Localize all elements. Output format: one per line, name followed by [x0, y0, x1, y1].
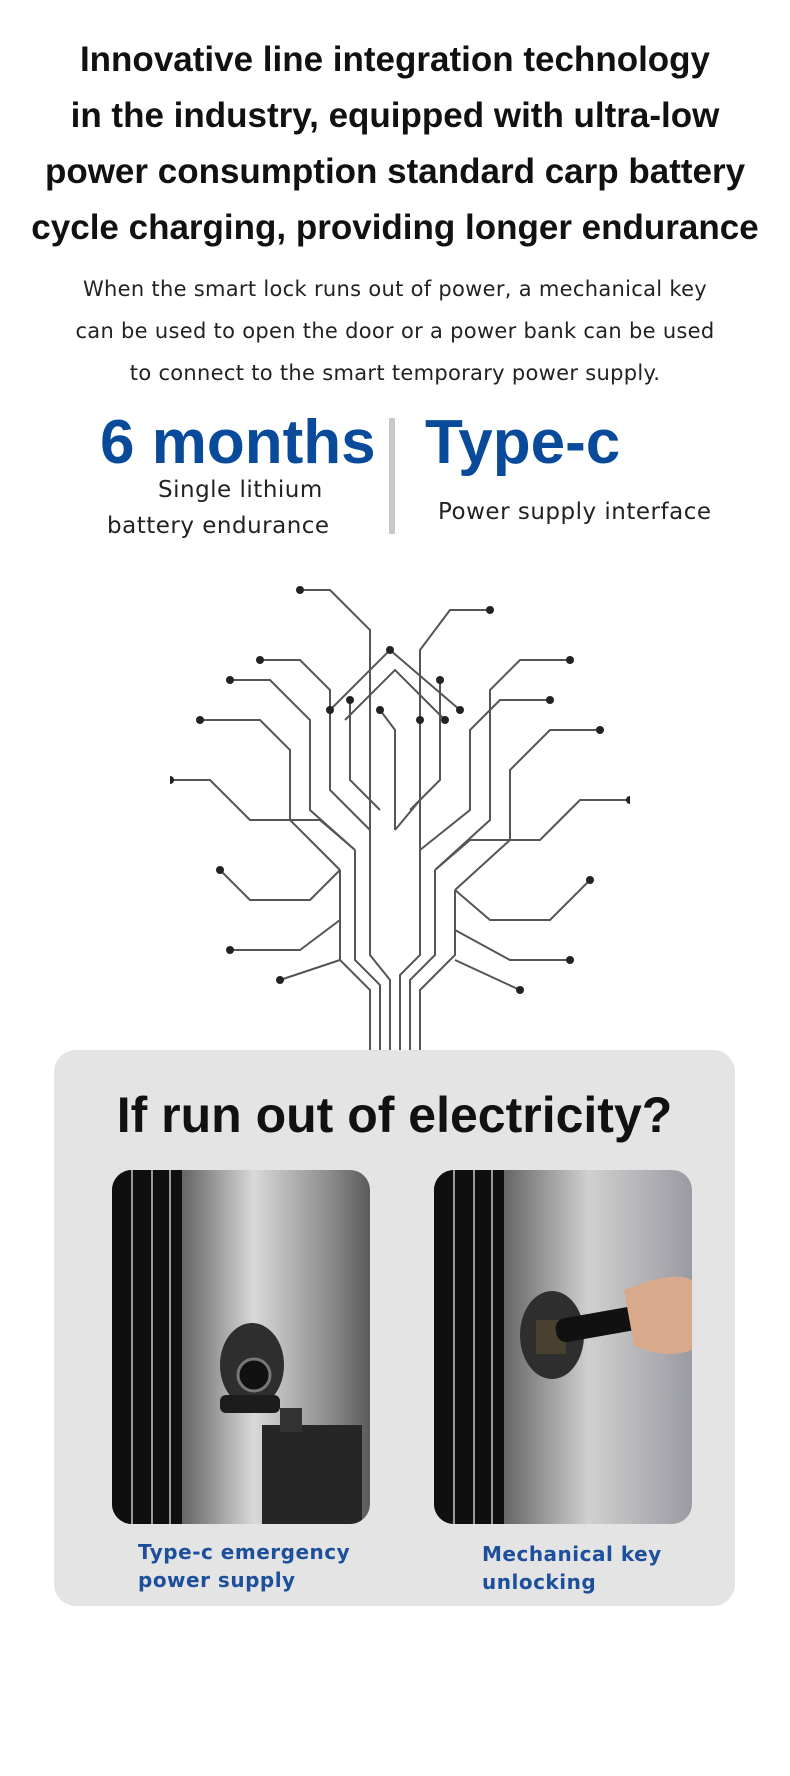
headline-line-4: cycle charging, providing longer enduran…: [31, 208, 759, 247]
type-c-power-bank-photo: [112, 1170, 370, 1524]
battery-duration-value: 6 months: [100, 408, 376, 477]
headline: Innovative line integration technology i…: [0, 32, 790, 256]
power-backup-panel: If run out of electricity? Type-c emerge…: [54, 1050, 735, 1606]
stats-divider: [389, 418, 395, 534]
description: When the smart lock runs out of power, a…: [0, 268, 790, 394]
type-c-label: Power supply interface: [438, 499, 712, 525]
description-line-1: When the smart lock runs out of power, a…: [82, 277, 708, 301]
mechanical-key-caption-line-1: Mechanical key: [482, 1542, 662, 1566]
type-c-caption-line-1: Type-c emergency: [138, 1540, 351, 1564]
headline-line-2: in the industry, equipped with ultra-low: [70, 96, 720, 135]
type-c-value: Type-c: [425, 408, 621, 477]
headline-line-3: power consumption standard carp battery: [44, 152, 746, 191]
battery-label-line-1: Single lithium: [158, 477, 323, 503]
panel-title: If run out of electricity?: [116, 1087, 673, 1143]
type-c-caption: Type-c emergency power supply: [138, 1538, 350, 1594]
mechanical-key-caption-line-2: unlocking: [482, 1570, 597, 1594]
type-c-caption-line-2: power supply: [138, 1568, 296, 1592]
circuit-tree-icon: [170, 586, 630, 1050]
description-line-2: can be used to open the door or a power …: [75, 319, 715, 343]
mechanical-key-photo: [434, 1170, 692, 1524]
battery-label-line-2: battery endurance: [107, 513, 330, 539]
headline-line-1: Innovative line integration technology: [79, 40, 711, 79]
description-line-3: to connect to the smart temporary power …: [129, 361, 661, 385]
mechanical-key-caption: Mechanical key unlocking: [482, 1540, 662, 1596]
